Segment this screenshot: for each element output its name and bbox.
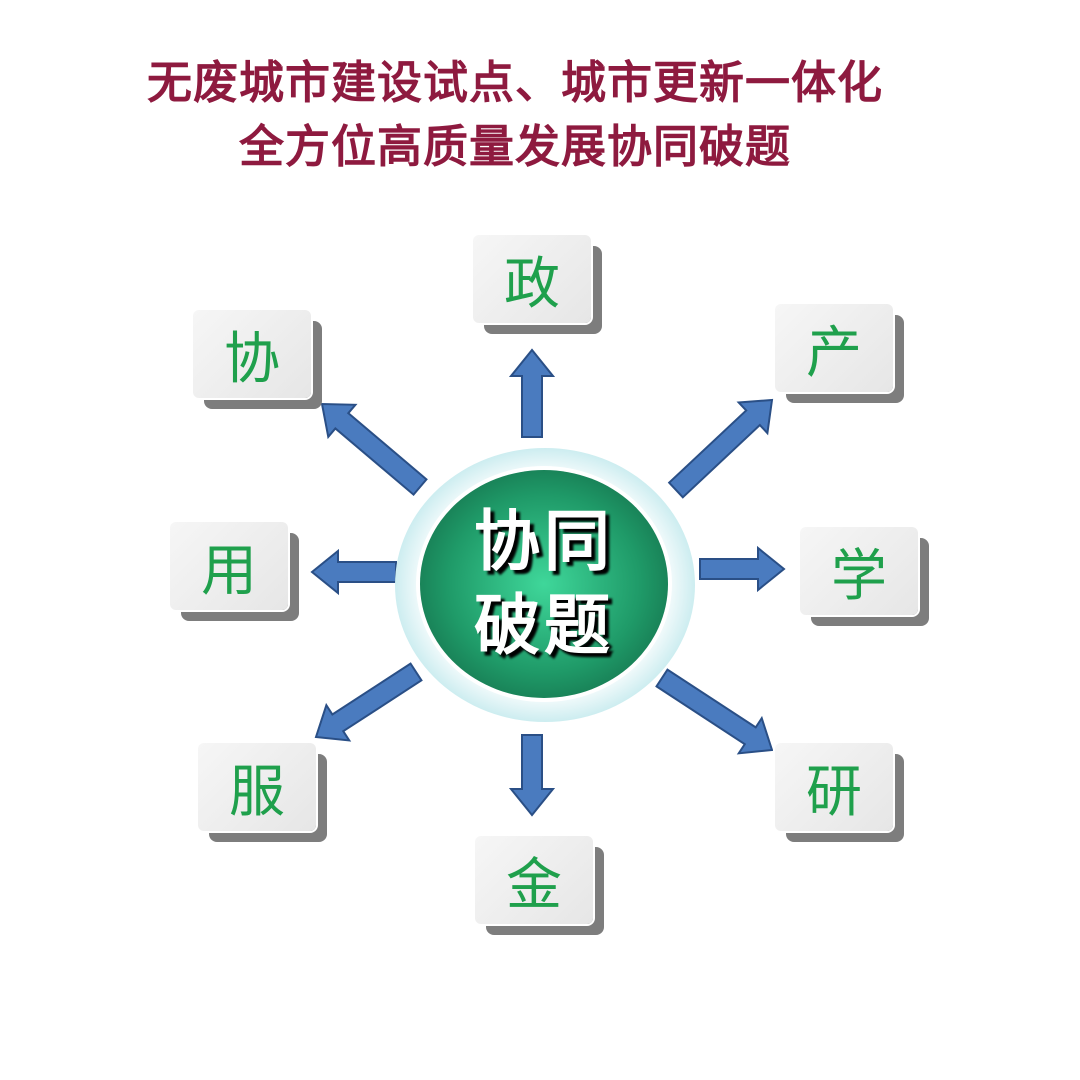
center-text-line-2: 破题: [474, 587, 614, 664]
arrow-to-jin: [508, 734, 556, 817]
node-label: 协: [224, 326, 280, 392]
node-fu: 服: [198, 743, 327, 842]
node-chan: 产: [775, 304, 904, 403]
node-yong: 用: [170, 522, 299, 621]
center-circle: 协同 破题: [420, 470, 668, 698]
title-line-1: 无废城市建设试点、城市更新一体化: [146, 56, 883, 109]
node-label: 研: [806, 759, 862, 825]
node-jin: 金: [475, 836, 604, 935]
center-text-line-1: 协同: [474, 503, 614, 580]
node-zheng: 政: [473, 235, 602, 334]
node-label: 金: [506, 852, 562, 918]
node-label: 产: [806, 320, 862, 386]
node-label: 用: [201, 538, 257, 604]
title-line-2: 全方位高质量发展协同破题: [238, 120, 791, 173]
arrow-to-yong: [310, 548, 397, 596]
arrow-to-chan: [667, 398, 774, 499]
node-label: 服: [229, 759, 285, 825]
arrow-to-xue: [699, 545, 786, 593]
arrow-to-fu: [314, 662, 423, 742]
arrow-to-yan: [655, 668, 774, 755]
node-yan: 研: [775, 743, 904, 842]
node-xue: 学: [800, 527, 929, 626]
node-label: 学: [831, 543, 887, 609]
node-label: 政: [504, 251, 560, 317]
arrow-to-xie: [320, 402, 428, 497]
node-xie: 协: [193, 310, 322, 409]
arrow-to-zheng: [508, 348, 556, 438]
